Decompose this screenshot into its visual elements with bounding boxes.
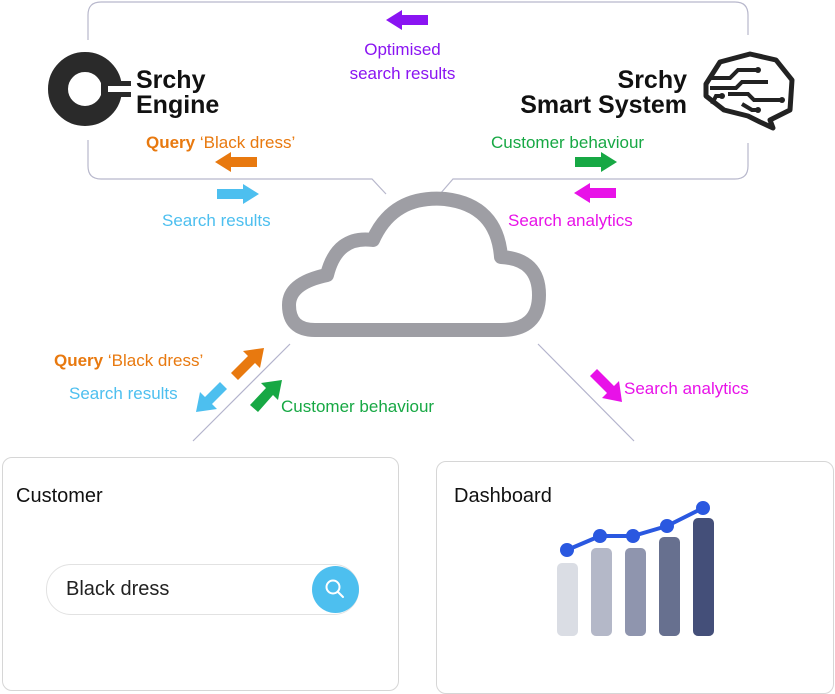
arrow-upright-green-icon [250,380,282,412]
search-results-label-top: Search results [162,211,271,230]
chart-bar [625,548,646,636]
title-line: Srchy [136,66,206,94]
title-line: Engine [136,91,220,119]
arrow-left-purple-icon [386,10,428,30]
chart-point [696,501,710,515]
chart-point [626,529,640,543]
arrow-right-green-icon [575,152,617,172]
srchy-logo-icon [48,52,134,126]
chart-point [660,519,674,533]
arrow-downright-magenta-icon [590,369,622,402]
customer-card-title: Customer [16,485,103,507]
title-line: Srchy [617,66,687,94]
arrow-downleft-blue-icon [196,382,227,412]
search-results-label-bottom: Search results [69,384,178,403]
search-analytics-label-bottom: Search analytics [624,379,749,398]
query-text: ‘Black dress’ [103,351,204,370]
chart-bar [693,518,714,636]
smart-system-title: Srchy Smart System [520,68,687,118]
dashboard-card-title: Dashboard [454,485,552,507]
query-bold: Query [54,351,104,370]
search-button[interactable] [312,566,359,613]
dashboard-card: Dashboard [436,461,834,694]
query-bold: Query [146,133,196,152]
arrow-upright-orange-icon [231,348,264,380]
customer-behaviour-label-top: Customer behaviour [491,133,645,152]
label-line: Optimised [364,40,441,59]
query-label-bottom: Query ‘Black dress’ [54,351,203,371]
chart-point [593,529,607,543]
arrow-right-blue-icon [217,184,259,204]
customer-behaviour-label-bottom: Customer behaviour [281,397,435,416]
search-input[interactable]: Black dress [46,564,359,615]
arrow-left-orange-icon [215,152,257,172]
search-analytics-label-top: Search analytics [508,211,633,230]
srchy-engine-title: Srchy Engine [136,68,219,118]
chart-bar [557,563,578,636]
label-line: search results [349,64,456,83]
connector-lines [192,343,635,442]
top-container-outline [87,1,749,195]
customer-card: Customer Black dress [2,457,399,691]
chart-point [560,543,574,557]
cloud-icon [282,191,546,337]
chart-bar [659,537,680,636]
optimised-results-label: Optimised search results [330,38,475,86]
brain-circuit-icon [703,51,795,131]
bar-line-chart-icon [557,501,714,636]
chart-line [566,506,704,552]
query-label-top: Query ‘Black dress’ [146,133,295,153]
query-text: ‘Black dress’ [195,133,296,152]
search-icon [325,579,344,598]
search-input-value: Black dress [66,578,170,600]
title-line: Smart System [520,91,687,119]
arrow-left-magenta-icon [574,183,616,203]
chart-bar [591,548,612,636]
